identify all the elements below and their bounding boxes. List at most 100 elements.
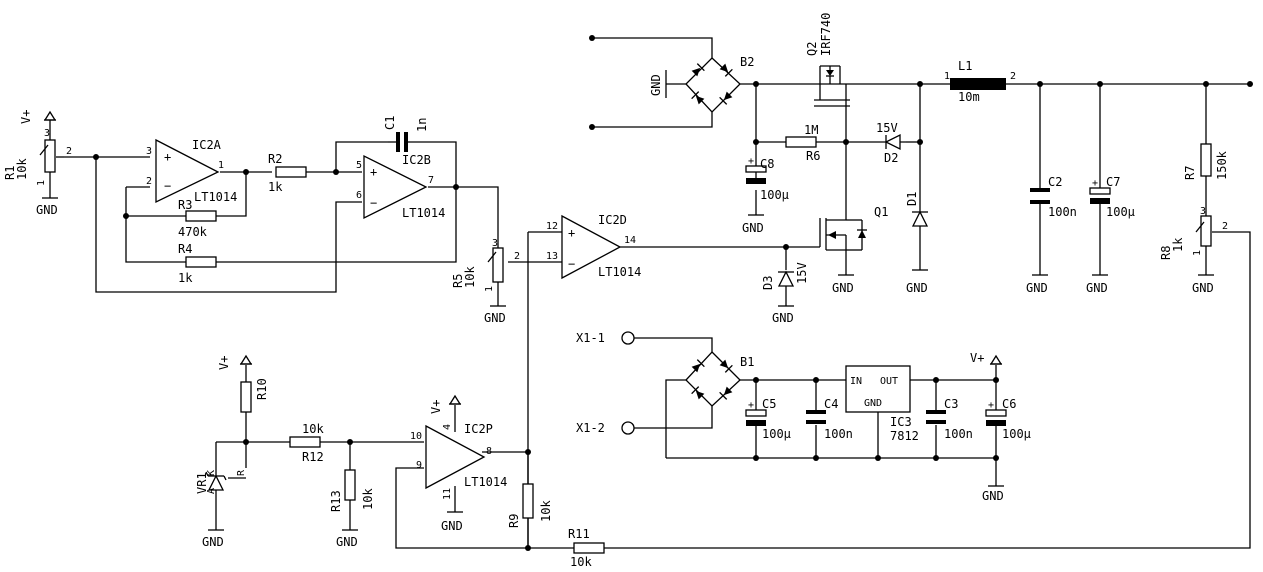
r6-resistor: 1M R6	[785, 123, 820, 163]
r8-pin2: 2	[1222, 221, 1228, 232]
q1-gnd-label: GND	[832, 281, 854, 295]
r13-value: 10k	[361, 488, 375, 510]
diode-icon	[690, 385, 706, 401]
c6-name: C6	[1002, 397, 1016, 411]
ic2a-opamp: + − 3 2 1 IC2A LT1014	[146, 138, 237, 204]
x1-pin1-label: X1-1	[576, 331, 605, 345]
vr1-name: VR1	[195, 472, 209, 494]
l1-inductor: L1 1 2 10m	[944, 59, 1016, 104]
ic2a-name: IC2A	[192, 138, 222, 152]
r5-name: R5	[451, 274, 465, 288]
r8-gnd-label: GND	[1192, 281, 1214, 295]
r1-pin3: 3	[44, 128, 50, 139]
r4-resistor: R4 1k	[178, 242, 217, 285]
c8-value: 100µ	[760, 188, 789, 202]
c8-name: C8	[760, 157, 774, 171]
ic2p-opamp: V+ 10 9 8 4 11 IC2P LT1014 GND	[410, 395, 507, 533]
ic2d-pin12: 12	[546, 221, 558, 232]
c3-value: 100n	[944, 427, 973, 441]
d2-name: D2	[884, 151, 898, 165]
r12-value: 10k	[302, 422, 324, 436]
ic3-part: 7812	[890, 429, 919, 443]
ic2p-pin4: 4	[442, 424, 453, 430]
ic2d-pin13: 13	[546, 251, 558, 262]
c2-capacitor: C2 100n GND	[1026, 175, 1077, 295]
d3-value: 15V	[795, 262, 809, 284]
c7-value: 100µ	[1106, 205, 1135, 219]
diode-icon	[690, 62, 706, 78]
junction-dots	[93, 35, 1253, 551]
r1-pin1: 1	[36, 180, 47, 186]
c1-name: C1	[383, 116, 397, 130]
svg-text:−: −	[370, 196, 377, 210]
svg-text:−: −	[164, 179, 171, 193]
ic2d-name: IC2D	[598, 213, 627, 227]
c5-capacitor: + C5 100µ	[745, 397, 791, 441]
d3-zener-diode: D3 15V GND	[761, 262, 809, 325]
vr1-pin-r: R	[236, 469, 247, 476]
r1-supply-label: V+	[19, 110, 33, 124]
ic2b-name: IC2B	[402, 153, 431, 167]
ic2a-part: LT1014	[194, 190, 237, 204]
vplus-icon	[448, 395, 462, 405]
ic3-in-label: IN	[850, 376, 862, 387]
d1-diode: D1 GND	[905, 192, 929, 295]
r5-pin2: 2	[514, 251, 520, 262]
r11-resistor: R11 10k	[568, 527, 605, 569]
l1-value: 10m	[958, 90, 980, 104]
ic3-name: IC3	[890, 415, 912, 429]
vplus-icon	[239, 355, 253, 365]
r12-name: R12	[302, 450, 324, 464]
d3-gnd-label: GND	[772, 311, 794, 325]
ic2a-pin1: 1	[218, 160, 224, 171]
d1-name: D1	[905, 192, 919, 206]
c7-capacitor: + C7 100µ GND	[1086, 175, 1135, 295]
d3-name: D3	[761, 276, 775, 290]
x1-pin2-label: X1-2	[576, 421, 605, 435]
r1-pin2: 2	[66, 146, 72, 157]
r6-name: R6	[806, 149, 820, 163]
r11-name: R11	[568, 527, 590, 541]
ic2p-pin10: 10	[410, 431, 422, 442]
q2-mosfet: Q2 IRF740	[805, 13, 850, 107]
ic3-gnd-label: GND	[864, 398, 882, 409]
r13-resistor: R13 10k GND	[329, 469, 375, 549]
c3-name: C3	[944, 397, 958, 411]
wires	[49, 37, 1251, 549]
l1-name: L1	[958, 59, 972, 73]
c2-value: 100n	[1048, 205, 1077, 219]
svg-text:+: +	[748, 156, 754, 167]
ic2b-opamp: + − 5 6 7 IC2B LT1014	[356, 153, 445, 220]
r5-gnd-label: GND	[484, 311, 506, 325]
vr1-reference: VR1 A K R GND	[195, 468, 247, 549]
r8-name: R8	[1159, 246, 1173, 260]
c4-name: C4	[824, 397, 838, 411]
ic2p-pin8: 8	[486, 446, 492, 457]
ic2d-part: LT1014	[598, 265, 641, 279]
svg-text:−: −	[568, 257, 575, 271]
r1-potentiometer: V+ 3 2 1 R1 10k GND	[3, 110, 72, 217]
c6-capacitor: V+ + C6 100µ GND	[970, 351, 1031, 503]
ic2p-pin9: 9	[416, 460, 422, 471]
c4-value: 100n	[824, 427, 853, 441]
vplus-icon	[989, 355, 1003, 365]
q1-name: Q1	[874, 205, 888, 219]
r5-potentiometer: 3 2 1 R5 10k GND	[451, 238, 520, 325]
r13-name: R13	[329, 490, 343, 512]
c6-value: 100µ	[1002, 427, 1031, 441]
b2-name: B2	[740, 55, 754, 69]
r12-resistor: 10k R12	[289, 422, 324, 464]
r8-value: 1k	[1171, 237, 1185, 252]
c5-name: C5	[762, 397, 776, 411]
q2-name: Q2	[805, 42, 819, 56]
l1-pin1: 1	[944, 71, 950, 82]
ic2p-name: IC2P	[464, 422, 493, 436]
b1-bridge-rectifier: B1	[685, 351, 754, 407]
r10-resistor: V+ R10	[217, 355, 269, 413]
r10-supply-label: V+	[217, 356, 231, 370]
svg-text:+: +	[370, 165, 377, 179]
c7-name: C7	[1106, 175, 1120, 189]
r7-value: 150k	[1215, 150, 1229, 180]
svg-text:+: +	[988, 400, 994, 411]
r6-value: 1M	[804, 123, 818, 137]
